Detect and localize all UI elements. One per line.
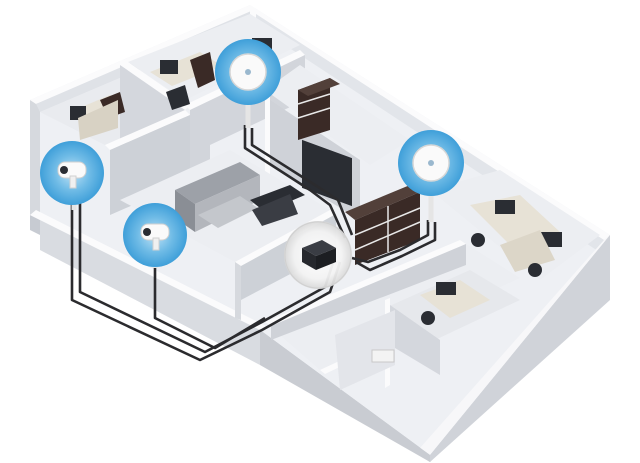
poe-switch [284,221,352,289]
switch-icon [302,240,336,270]
desks-right [470,195,562,277]
bottom-rooms [265,240,520,390]
camera-left [40,141,104,210]
kitchen-cabinets [297,78,352,207]
access-point-right [398,130,464,222]
desk-top-left [70,92,125,140]
access-point-top [215,39,281,128]
desk-bottom [371,280,490,363]
wifi-ap-icon [412,144,450,182]
camera-icon [57,161,87,189]
wifi-ap-icon [229,53,267,91]
storage-cabinets [345,185,421,265]
network-cables [70,125,437,362]
camera-icon [140,223,170,251]
camera-middle [123,203,187,268]
